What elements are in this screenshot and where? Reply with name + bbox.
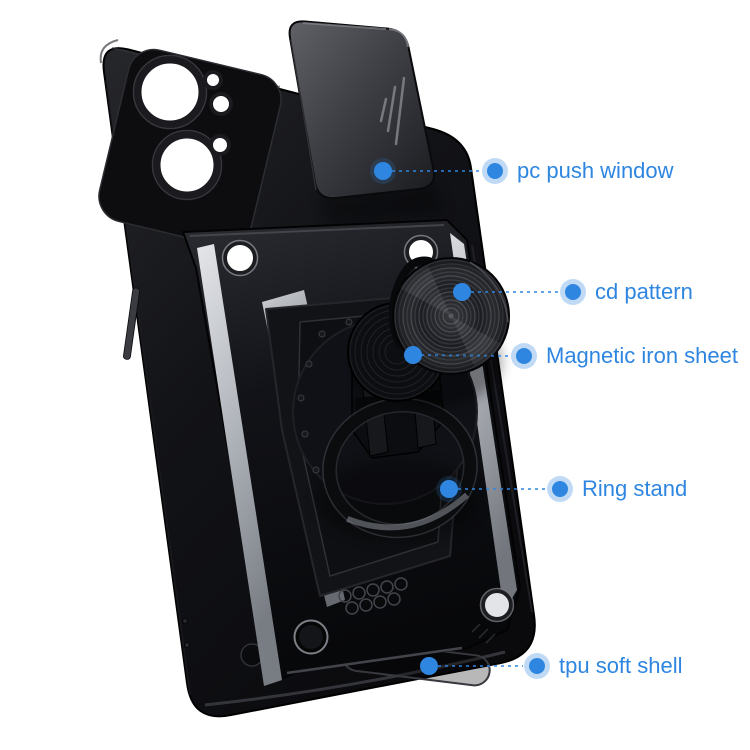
anchor-dot — [440, 480, 458, 498]
callout-dot — [482, 158, 508, 184]
anchor-dot — [420, 657, 438, 675]
anchor-dot — [404, 346, 422, 364]
ring-stand — [322, 397, 478, 539]
callout-label: cd pattern — [595, 279, 693, 304]
callout-dot — [560, 279, 586, 305]
port-hole — [184, 642, 190, 648]
sensor-hole — [209, 92, 233, 116]
honeycomb-texture — [338, 577, 408, 615]
callout-dot — [524, 653, 550, 679]
callout-label: pc push window — [517, 158, 674, 183]
callout-line-magnetic-iron-sheet — [420, 354, 511, 357]
anchor-dot — [374, 162, 392, 180]
callout-cd-pattern: cd pattern — [560, 279, 693, 305]
anchor-dot — [453, 283, 471, 301]
callout-label: Ring stand — [582, 476, 688, 501]
callout-label: Magnetic iron sheet — [546, 343, 738, 368]
camera-lens-hole — [134, 56, 206, 128]
flash-hole — [203, 70, 223, 90]
push-window-panel — [288, 20, 446, 226]
volume-button — [123, 287, 141, 360]
callout-dot — [511, 343, 537, 369]
cd-pattern-disc — [388, 256, 510, 375]
callout-magnetic-iron-sheet: Magnetic iron sheet — [511, 343, 738, 369]
screw-hole — [479, 587, 515, 623]
callout-label: tpu soft shell — [559, 653, 683, 678]
callout-dot — [547, 476, 573, 502]
callout-connectors — [370, 158, 559, 675]
callout-pc-push-window: pc push window — [482, 158, 674, 184]
port-hole — [182, 618, 188, 624]
callout-tpu-soft-shell: tpu soft shell — [524, 653, 683, 679]
callout-ring-stand: Ring stand — [547, 476, 687, 502]
sensor-hole — [209, 134, 231, 156]
camera-lens-hole — [153, 131, 221, 199]
callout-anchor-dots — [370, 158, 471, 675]
silver-accent-left — [197, 244, 282, 686]
screw-hole — [293, 619, 329, 655]
camera-cutouts — [98, 48, 282, 248]
grip-lines — [379, 76, 406, 146]
screw-hole — [221, 239, 259, 277]
